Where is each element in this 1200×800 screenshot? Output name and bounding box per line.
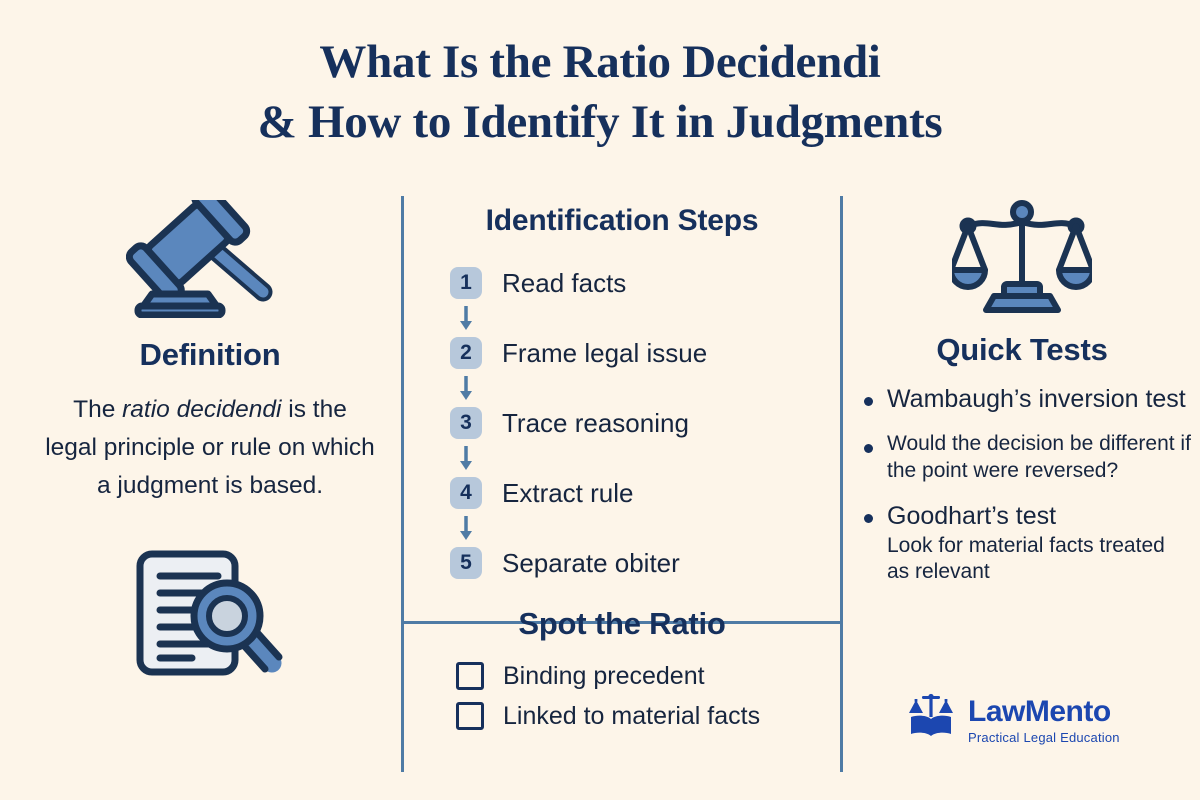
logo-tagline: Practical Legal Education [968,730,1120,745]
gavel-icon [125,183,294,323]
step-arrow-row [450,514,840,542]
step-item[interactable]: 1 Read facts [450,262,840,304]
divider-horizontal-middle [401,621,843,624]
definition-heading: Definition [139,337,281,372]
arrow-down-icon [450,444,482,472]
definition-text: The ratio decidendi is the legal princip… [45,391,375,506]
bullet-dot-icon [864,397,873,406]
bullet-dot-icon [864,444,873,454]
step-item[interactable]: 2 Frame legal issue [450,332,840,374]
checklist-label: Linked to material facts [503,701,761,730]
definition-text-part1: The [73,396,123,423]
step-badge: 2 [450,337,482,369]
arrow-down-icon [450,304,482,332]
step-arrow-row [450,304,840,332]
step-label: Extract rule [502,478,634,508]
spot-heading: Spot the Ratio [518,606,726,641]
spot-checklist: Binding precedent Linked to material fac… [404,656,840,736]
quick-test-main: Would the decision be different if the p… [887,432,1191,482]
step-arrow-row [450,374,840,402]
step-arrow-row [450,444,840,472]
step-badge: 4 [450,477,482,509]
title-line-2: & How to Identify It in Judgments [257,96,943,149]
quick-tests-column: Quick Tests Wambaugh’s inversion test Wo… [852,196,1192,601]
definition-text-italic: ratio decidendi [122,396,282,423]
divider-vertical-right [840,196,843,772]
step-label: Read facts [502,268,627,298]
arrow-down-icon [450,514,482,542]
quick-test-item: Goodhart’s test Look for material facts … [864,501,1192,586]
step-item[interactable]: 5 Separate obiter [450,542,840,584]
spot-the-ratio-section: Spot the Ratio Binding precedent Linked … [404,606,840,736]
step-badge: 5 [450,547,482,579]
title-line-1: What Is the Ratio Decidendi [319,36,881,88]
divider-vertical-left [401,196,404,772]
step-badge: 1 [450,267,482,299]
document-magnifier-icon [120,546,300,686]
quick-test-sub: Look for material facts treated as relev… [887,533,1165,584]
bullet-dot-icon [864,513,873,523]
step-label: Separate obiter [502,548,680,578]
checklist-item[interactable]: Linked to material facts [456,696,840,736]
checklist-item[interactable]: Binding precedent [456,656,840,696]
step-label: Trace reasoning [502,408,689,438]
step-label: Frame legal issue [502,338,708,368]
arrow-down-icon [450,374,482,402]
definition-text-part2: is the legal principle or rule on which … [45,396,375,500]
scales-book-logo-icon [905,692,957,749]
step-badge: 3 [450,407,482,439]
quick-test-main: Wambaugh’s inversion test [887,385,1186,413]
step-item[interactable]: 4 Extract rule [450,472,840,514]
steps-heading: Identification Steps [485,204,759,237]
checkbox-icon[interactable] [456,662,484,690]
quick-test-item: Wambaugh’s inversion test [864,384,1192,415]
checklist-label: Binding precedent [503,661,705,690]
logo-name: LawMento [968,695,1111,728]
steps-list: 1 Read facts 2 Frame legal issue 3 Trace… [404,262,840,584]
steps-column: Identification Steps 1 Read facts 2 Fram… [404,196,840,736]
step-item[interactable]: 3 Trace reasoning [450,402,840,444]
brand-logo[interactable]: LawMento Practical Legal Education [905,692,1120,749]
definition-column: Definition The ratio decidendi is the le… [30,183,390,686]
scales-of-justice-icon [852,198,1192,316]
quick-test-main: Goodhart’s test [887,501,1057,530]
page-title: What Is the Ratio Decidendi & How to Ide… [0,32,1200,152]
quick-tests-heading: Quick Tests [936,332,1108,367]
quick-test-item: Would the decision be different if the p… [864,431,1192,484]
quick-tests-list: Wambaugh’s inversion test Would the deci… [852,384,1192,585]
checkbox-icon[interactable] [456,702,484,730]
